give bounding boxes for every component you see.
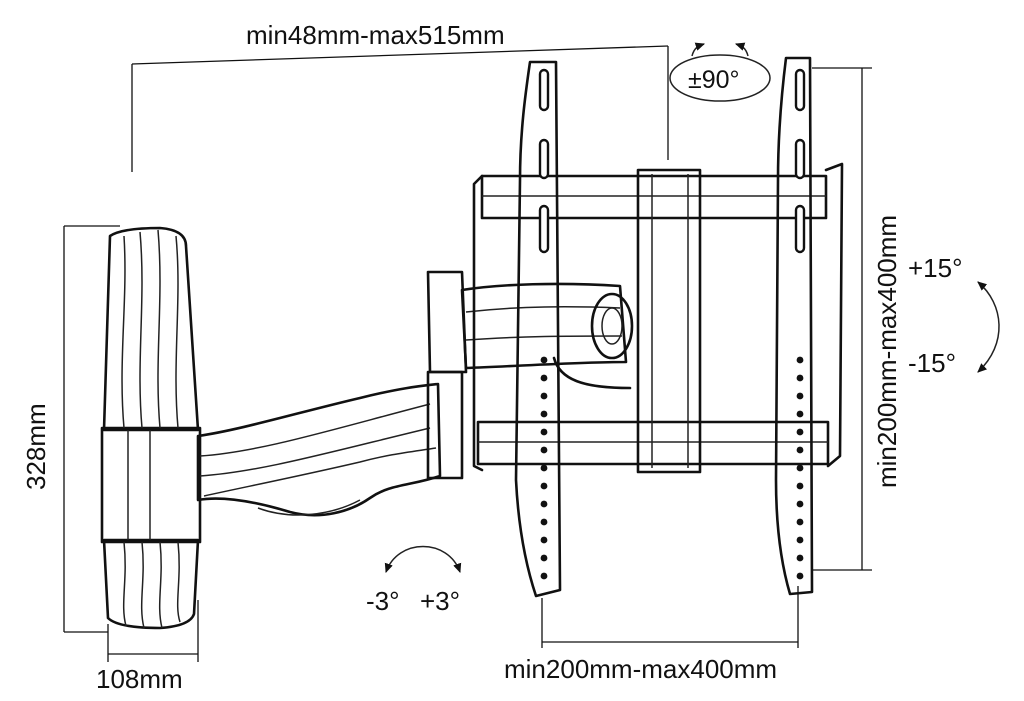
depth-label: 108mm: [96, 664, 183, 694]
height-label: 328mm: [21, 403, 51, 490]
mounting-hole: [796, 410, 804, 418]
mounting-hole: [796, 482, 804, 490]
mounting-hole: [540, 446, 548, 454]
mounting-slot: [538, 68, 550, 112]
horizontal-spacing-dimension: [541, 586, 799, 648]
mounting-hole: [796, 356, 804, 364]
mounting-hole: [796, 500, 804, 508]
vertical-spacing-dimension: [812, 67, 872, 571]
mounting-slot: [794, 138, 806, 180]
depth-dimension: [107, 600, 199, 662]
level-minus-label: -3°: [366, 586, 400, 616]
left-bracket-holes: [538, 68, 550, 580]
mounting-hole: [540, 518, 548, 526]
mounting-hole: [540, 428, 548, 436]
mounting-slot: [794, 204, 806, 254]
mounting-hole: [796, 554, 804, 562]
tilt-down-label: -15°: [908, 348, 956, 378]
tilt-up-label: +15°: [908, 253, 963, 283]
mounting-hole: [796, 572, 804, 580]
mounting-hole: [540, 410, 548, 418]
level-indicator: [384, 545, 462, 573]
mounting-hole: [796, 446, 804, 454]
mounting-hole: [540, 554, 548, 562]
wall-plate: [100, 226, 202, 630]
mounting-slot: [538, 138, 550, 180]
tilt-indicator: [977, 281, 1000, 373]
mounting-hole: [796, 536, 804, 544]
swivel-indicator: [669, 42, 771, 102]
mounting-slot: [794, 68, 806, 112]
height-dimension: [63, 225, 120, 633]
left-vertical-bracket: [514, 60, 562, 598]
right-bracket-holes: [794, 68, 806, 580]
level-plus-label: +3°: [420, 586, 460, 616]
mounting-hole: [796, 392, 804, 400]
mounting-hole: [796, 428, 804, 436]
mounting-hole: [540, 392, 548, 400]
mounting-hole: [796, 518, 804, 526]
right-vertical-bracket: [774, 56, 814, 596]
horizontal-rails: [472, 162, 844, 472]
mounting-hole: [540, 536, 548, 544]
extension-label: min48mm-max515mm: [246, 20, 505, 50]
center-carriage: [636, 168, 702, 474]
mounting-hole: [540, 464, 548, 472]
extension-dimension: [131, 45, 669, 172]
mounting-hole: [540, 374, 548, 382]
mounting-hole: [796, 374, 804, 382]
mounting-hole: [540, 356, 548, 364]
mounting-hole: [540, 572, 548, 580]
mounting-hole: [540, 500, 548, 508]
swivel-label: ±90°: [688, 66, 740, 94]
vertical-spacing-label: min200mm-max400mm: [872, 215, 902, 488]
mounting-hole: [796, 464, 804, 472]
horizontal-spacing-label: min200mm-max400mm: [504, 654, 777, 684]
mounting-hole: [540, 482, 548, 490]
articulating-arm: [196, 270, 634, 517]
mounting-slot: [538, 204, 550, 254]
